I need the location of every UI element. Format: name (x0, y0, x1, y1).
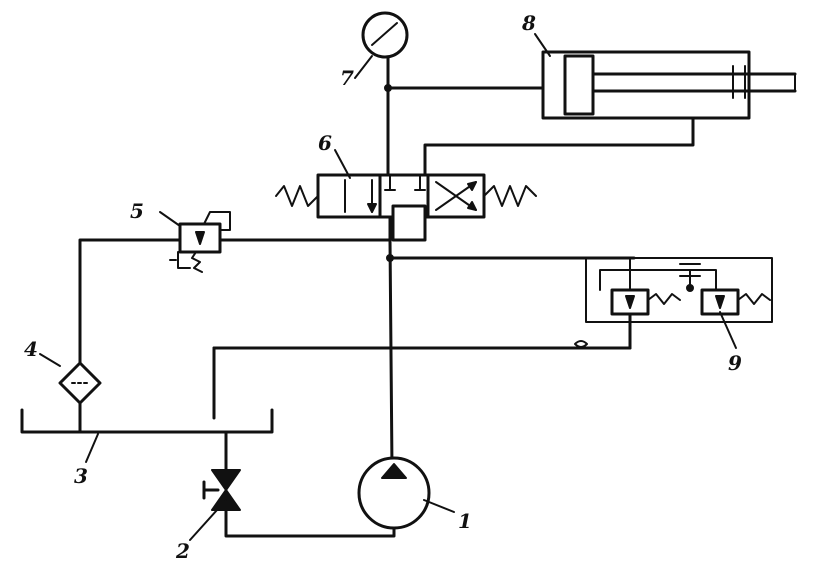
reducing-return-line (212, 340, 632, 350)
callout-3: 3 (74, 464, 88, 488)
cylinder-lines (386, 86, 695, 177)
callout-6: 6 (318, 131, 332, 155)
pump (224, 456, 431, 538)
callout-labels: 1 2 3 4 5 6 7 8 9 (24, 11, 742, 563)
callout-8: 8 (521, 11, 536, 35)
return-lines (78, 238, 392, 434)
main-pressure-line (384, 84, 394, 470)
callout-5: 5 (130, 199, 144, 223)
callout-2: 2 (175, 539, 190, 563)
callout-1: 1 (458, 509, 472, 533)
tank (20, 346, 274, 434)
relief-valve (169, 211, 231, 273)
filter (58, 361, 102, 405)
pressure-reducing-valve-block (388, 256, 773, 350)
callout-7: 7 (340, 66, 354, 90)
callout-4: 4 (24, 337, 38, 361)
callout-leaders (39, 33, 737, 541)
callout-9: 9 (728, 351, 742, 375)
shutoff-valve (202, 430, 241, 511)
pressure-gauge (361, 11, 409, 90)
directional-valve (275, 173, 537, 242)
hydraulic-cylinder (541, 50, 797, 120)
